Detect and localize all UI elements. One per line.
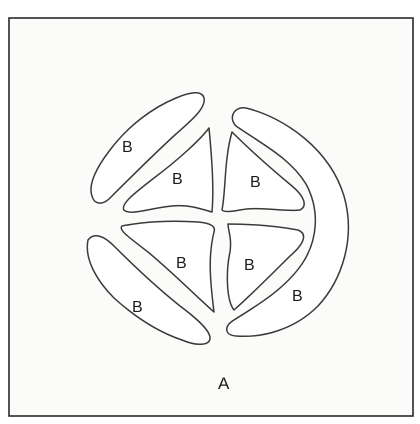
label-inner-bottom-left: B xyxy=(176,255,187,272)
label-outer-top-left: B xyxy=(122,139,133,156)
label-inner-top-right: B xyxy=(250,174,261,191)
figure-frame xyxy=(9,18,413,416)
label-inner-bottom-right: B xyxy=(244,257,255,274)
panel-label: A xyxy=(218,374,230,393)
label-inner-top-left: B xyxy=(172,171,183,188)
label-outer-right: B xyxy=(292,288,303,305)
label-outer-bottom-left: B xyxy=(132,299,143,316)
